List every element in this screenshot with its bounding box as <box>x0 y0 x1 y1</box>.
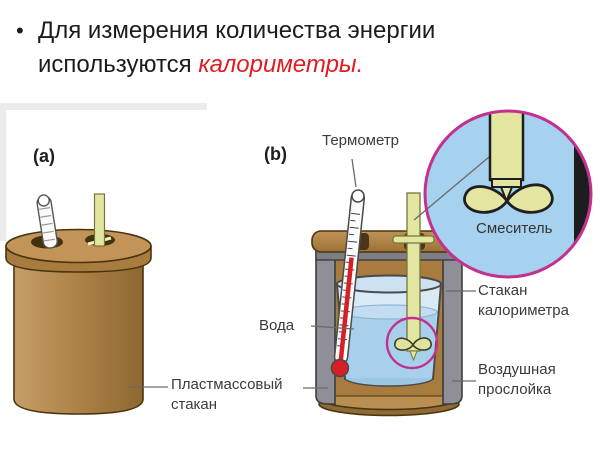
bullet-item: • Для измерения количества энергии испол… <box>16 14 576 82</box>
cup-b-left-wall <box>315 251 336 405</box>
thermometer-bulb <box>330 358 350 378</box>
thermometer-a <box>36 194 58 249</box>
propeller-small <box>394 337 432 351</box>
image-edge-artifacts <box>0 103 207 241</box>
stirrer-handle <box>392 235 435 244</box>
label-water: Вода <box>259 317 295 334</box>
label-stirrer: Смеситель <box>476 220 553 237</box>
label-calorimeter-cup-line1: Стакан <box>478 282 528 299</box>
propeller-large <box>463 183 554 214</box>
highlight-term: калориметры. <box>198 51 364 78</box>
cup-a-illustration <box>5 228 152 415</box>
stirrer-b <box>392 192 435 362</box>
leader-lines <box>128 158 476 389</box>
leader-thermometer <box>351 158 357 188</box>
magnify-source-circle <box>385 316 439 370</box>
figure-b-label: (b) <box>264 144 287 164</box>
label-calorimeter-cup: Стакан калориметра <box>478 281 569 321</box>
mercury-column <box>338 257 354 366</box>
water-surface <box>340 304 438 320</box>
figure-a-label: (a) <box>33 146 55 166</box>
inset-stirrer-rod <box>488 111 525 204</box>
label-plastic-cup: Пластмассовый стакан <box>171 375 283 415</box>
cup-b-right-wall <box>442 251 463 405</box>
bullet-line-2: используются калориметры. <box>38 48 576 82</box>
bullet-line-2-prefix: используются <box>38 51 199 78</box>
image-edge-left <box>0 103 6 241</box>
label-plastic-cup-line1: Пластмассовый <box>171 376 283 393</box>
bullet-lines: Для измерения количества энергии использ… <box>38 14 576 82</box>
stirrer-a <box>87 193 112 247</box>
label-thermometer: Термометр <box>322 132 400 149</box>
thermometer-b <box>330 189 366 378</box>
inset-ring <box>423 109 593 279</box>
bullet-marker: • <box>16 18 24 43</box>
leader-water <box>310 325 355 330</box>
label-air-gap-line2: прослойка <box>478 381 552 398</box>
label-air-gap-line1: Воздушная <box>478 361 556 378</box>
image-edge-top <box>0 103 207 110</box>
bullet-line-1: Для измерения количества энергии <box>38 17 436 44</box>
label-air-gap: Воздушная прослойка <box>478 360 556 400</box>
label-calorimeter-cup-line2: калориметра <box>478 302 569 319</box>
label-plastic-cup-line2: стакан <box>171 396 218 413</box>
